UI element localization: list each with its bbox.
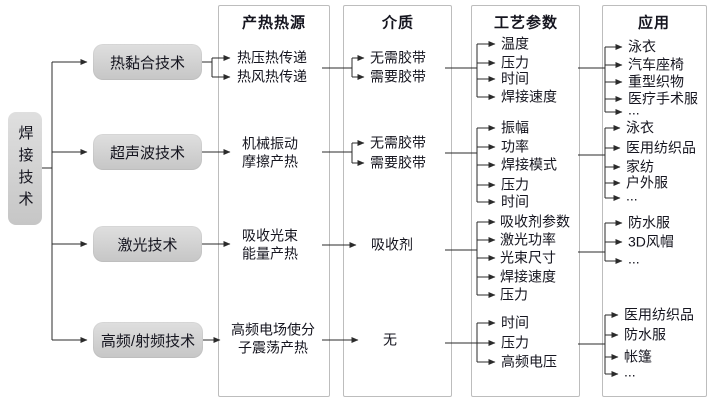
application-item: 防水服 xyxy=(624,326,666,343)
parameter-item: 压力 xyxy=(501,54,529,71)
medium-item: 吸收剂 xyxy=(371,236,413,253)
application-item: 汽车座椅 xyxy=(628,56,684,73)
parameter-item: 功率 xyxy=(501,138,529,155)
application-item: 医用纺织品 xyxy=(624,306,694,323)
parameter-item: 时间 xyxy=(501,193,529,210)
arrow-connectors xyxy=(52,41,623,377)
parameter-item: 压力 xyxy=(500,286,528,303)
parameter-item: 压力 xyxy=(501,334,529,351)
application-item: ... xyxy=(628,250,640,267)
heat-source-item: 热压热传递 xyxy=(237,49,307,66)
tech-node-label: 高频/射频技术 xyxy=(100,332,196,350)
heat-source-item: 吸收光束 能量产热 xyxy=(242,227,298,262)
medium-item: 需要胶带 xyxy=(370,68,426,85)
application-item: 户外服 xyxy=(626,174,668,191)
application-item: 泳衣 xyxy=(626,119,654,136)
application-item: ... xyxy=(628,101,640,118)
parameter-item: 压力 xyxy=(501,176,529,193)
heat-source-item: 高频电场使分 子震荡产热 xyxy=(231,321,315,356)
medium-item: 无需胶带 xyxy=(370,134,426,151)
tech-node-label: 激光技术 xyxy=(117,236,178,254)
medium-item: 需要胶带 xyxy=(370,154,426,171)
root-node-label: 焊接技术 xyxy=(16,124,34,213)
panel-medium xyxy=(343,5,452,397)
parameter-item: 焊接模式 xyxy=(501,156,557,173)
tech-node-ultrasonic: 超声波技术 xyxy=(93,134,202,170)
application-item: 防水服 xyxy=(628,214,670,231)
column-header-process-parameters: 工艺参数 xyxy=(493,14,559,32)
tech-node-thermal-bonding: 热黏合技术 xyxy=(93,44,202,80)
column-header-applications: 应用 xyxy=(637,14,671,32)
heat-source-item: 机械振动 摩擦产热 xyxy=(242,135,298,170)
application-item: 帐篷 xyxy=(624,348,652,365)
column-header-heat-source: 产热热源 xyxy=(241,14,307,32)
tech-node-hf-rf: 高频/射频技术 xyxy=(93,322,203,358)
parameter-item: 时间 xyxy=(501,314,529,331)
heat-source-item: 热风热传递 xyxy=(237,68,307,85)
parameter-item: 振幅 xyxy=(501,119,529,136)
tech-node-label: 超声波技术 xyxy=(109,144,185,162)
parameter-item: 吸收剂参数 xyxy=(500,213,570,230)
root-node-welding-technology: 焊接技术 xyxy=(8,112,42,225)
panel-applications xyxy=(602,5,707,397)
parameter-item: 焊接速度 xyxy=(500,268,556,285)
tech-node-laser: 激光技术 xyxy=(93,226,202,262)
parameter-item: 光束尺寸 xyxy=(500,249,556,266)
parameter-item: 温度 xyxy=(501,35,529,52)
tech-node-label: 热黏合技术 xyxy=(109,54,185,72)
application-item: ... xyxy=(624,363,636,380)
parameter-item: 焊接速度 xyxy=(501,88,557,105)
application-item: 家纺 xyxy=(626,158,654,175)
parameter-item: 时间 xyxy=(501,70,529,87)
parameter-item: 高频电压 xyxy=(501,353,557,370)
application-item: 重型织物 xyxy=(628,73,684,90)
panel-heat-source xyxy=(218,5,330,397)
application-item: ... xyxy=(626,187,638,204)
column-header-medium: 介质 xyxy=(381,14,415,32)
medium-item: 无需胶带 xyxy=(370,49,426,66)
application-item: 3D风帽 xyxy=(628,233,674,250)
application-item: 泳衣 xyxy=(628,38,656,55)
medium-item: 无 xyxy=(383,331,397,348)
application-item: 医用纺织品 xyxy=(626,139,696,156)
application-item: 医疗手术服 xyxy=(628,90,698,107)
parameter-item: 激光功率 xyxy=(500,231,556,248)
